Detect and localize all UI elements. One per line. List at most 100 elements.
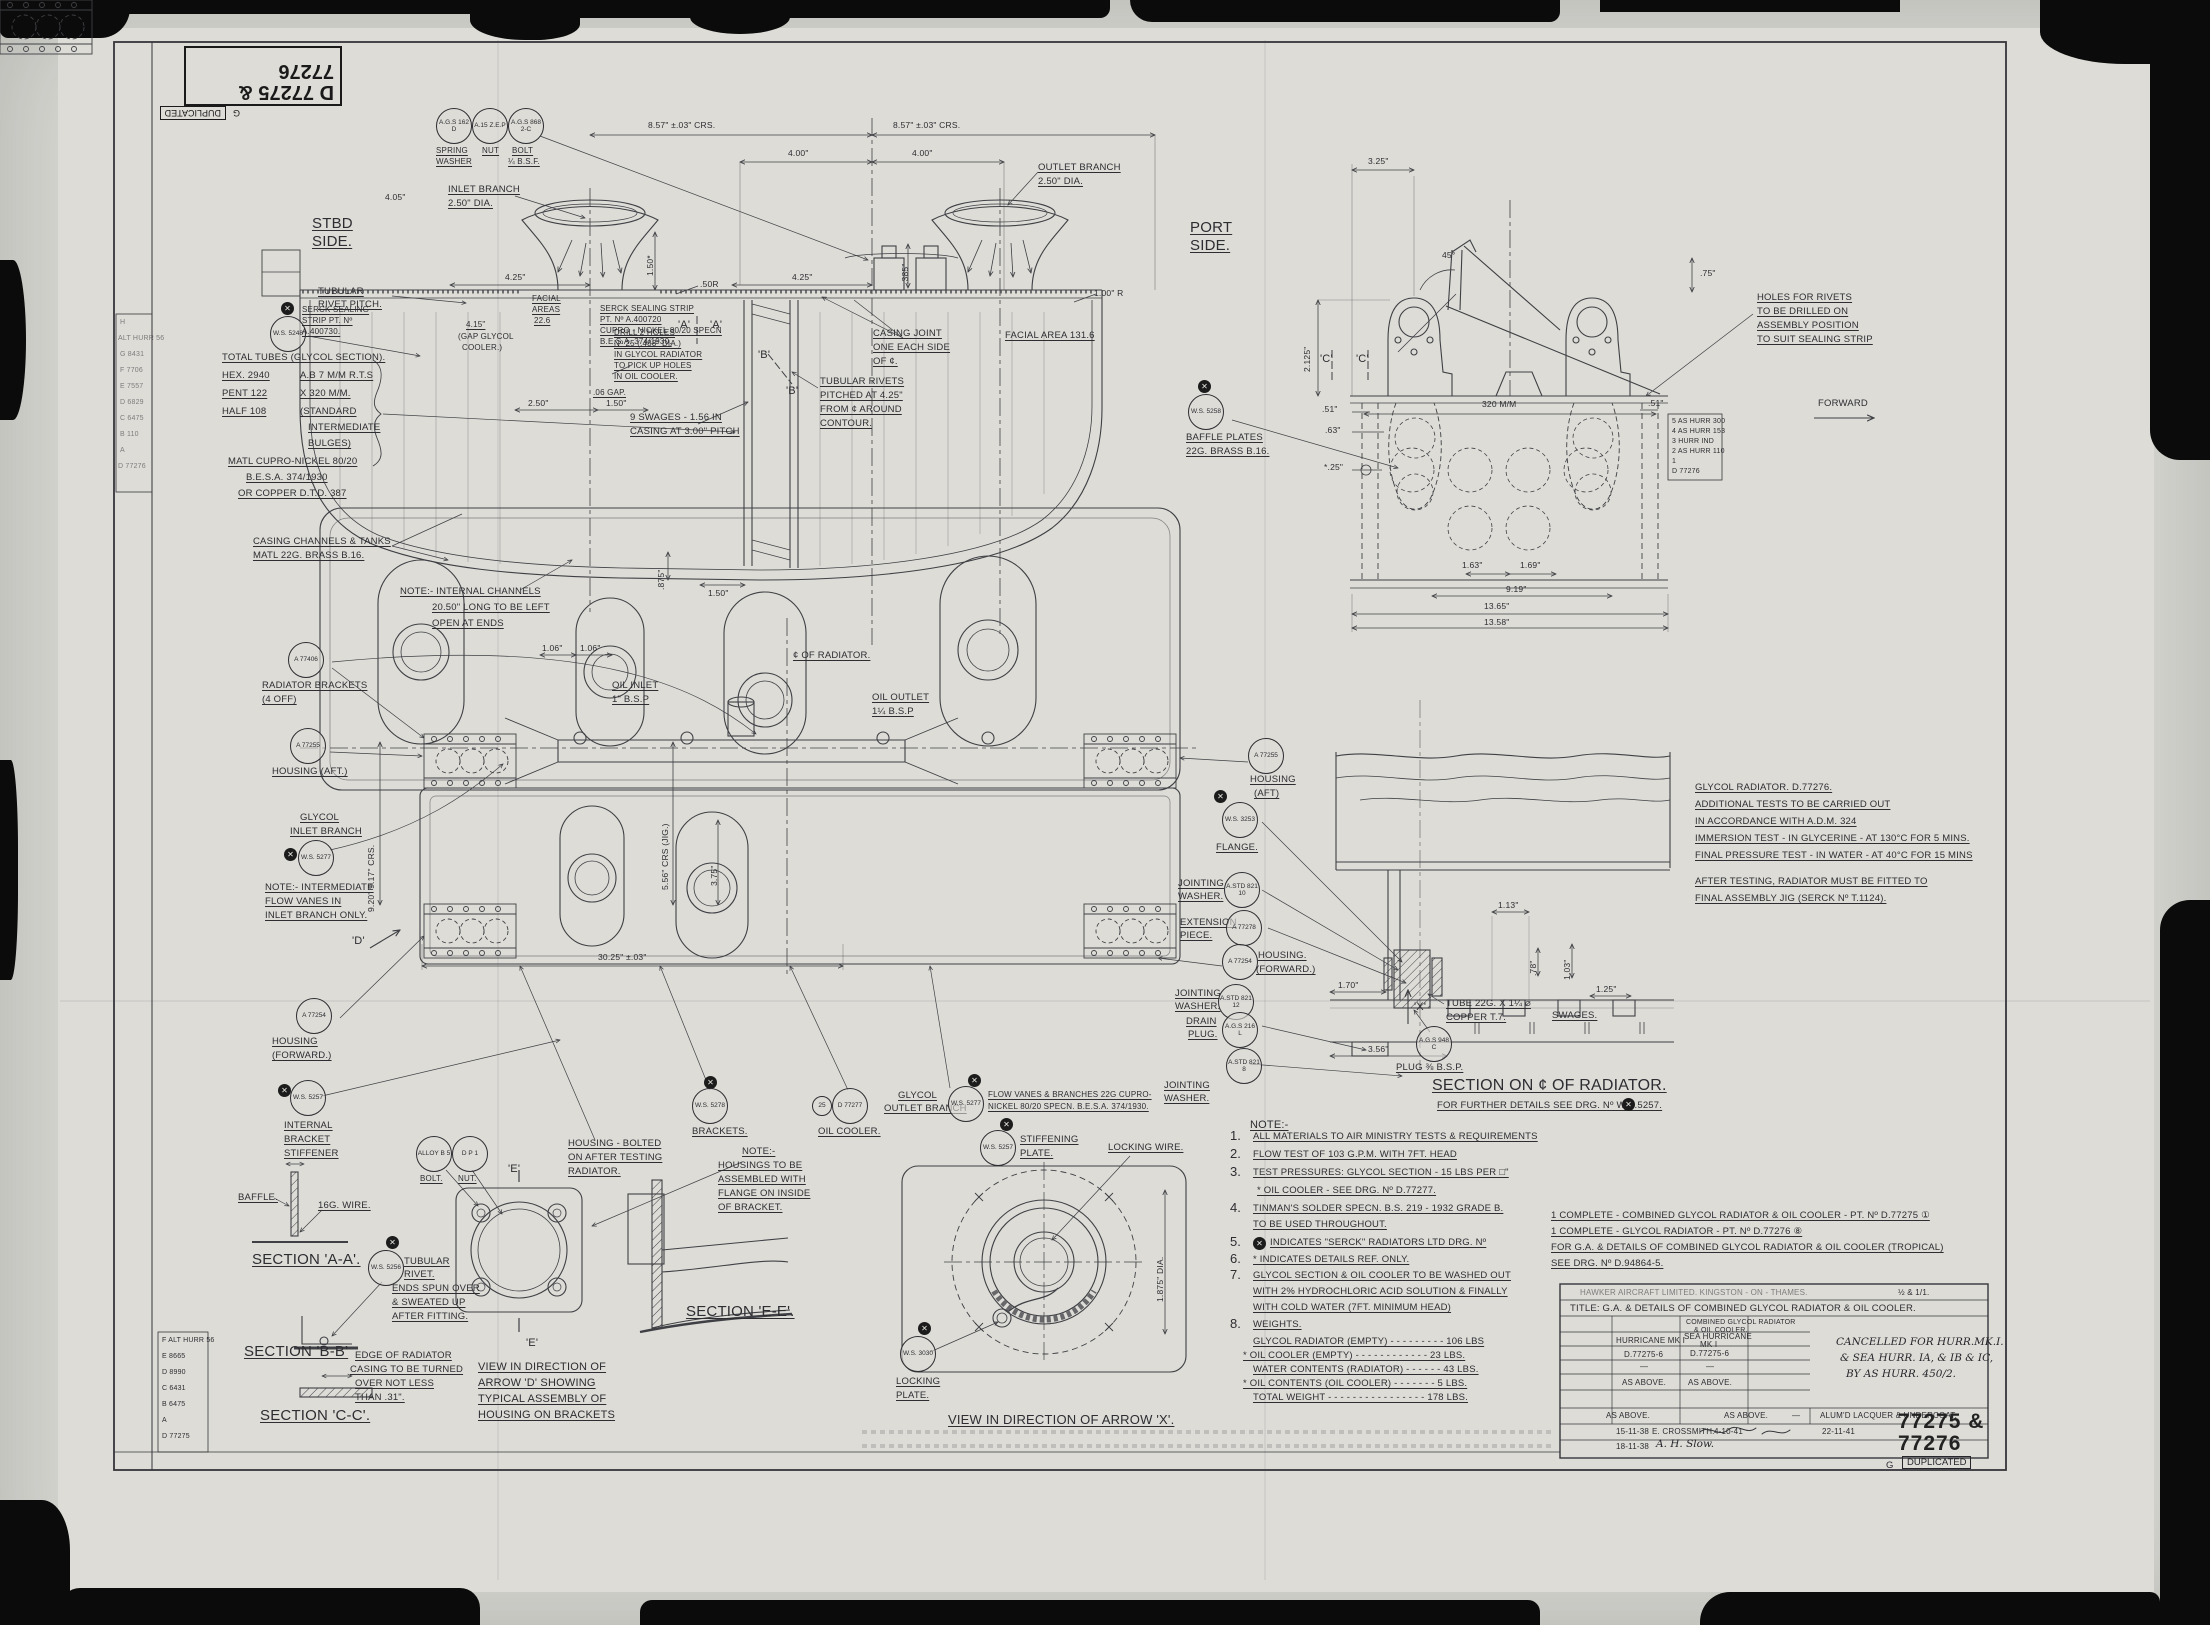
- stamp-g: G: [232, 108, 240, 118]
- oil-outlet2: 1¼ B.S.P: [872, 706, 914, 717]
- flow-vanes-note: NOTE:- INTERMEDIATE: [265, 882, 374, 893]
- sheet-border: [113, 41, 2007, 1471]
- seal-strip-mid2: PT. Nº A.400720: [600, 315, 662, 324]
- dim-100r: 1.00" R: [1094, 288, 1124, 298]
- housings-note5: OF BRACKET.: [718, 1202, 783, 1213]
- extension-piece2: PIECE.: [1180, 930, 1213, 941]
- test-note: AFTER TESTING, RADIATOR MUST BE FITTED T…: [1695, 876, 1928, 887]
- dim-125: 1.25": [1596, 984, 1617, 994]
- note-text: TINMAN'S SOLDER SPECN. B.S. 219 - 1932 G…: [1253, 1203, 1504, 1214]
- internal-bracket3: STIFFENER: [284, 1148, 339, 1159]
- dim-325: 3.25": [1368, 156, 1389, 166]
- seal-strip-mid: SERCK SEALING STRIP: [600, 304, 695, 313]
- dim-375: 3.75": [709, 865, 719, 886]
- ref-line: 1 COMPLETE - GLYCOL RADIATOR - PT. Nº D.…: [1551, 1226, 1803, 1237]
- rev-row: B 6475: [162, 1401, 186, 1408]
- finish-spec: ALUM'D LACQUER & UNDERCOAT.: [1820, 1411, 1958, 1420]
- scan-edge: [0, 1500, 70, 1625]
- stiffening-plate2: PLATE.: [1020, 1148, 1054, 1159]
- jointing-washer1b: WASHER.: [1178, 891, 1224, 902]
- outlet-branch: OUTLET BRANCH: [1038, 162, 1121, 173]
- dim-385-vert: .385": [900, 263, 910, 284]
- section-marker-c: 'C': [1320, 353, 1333, 365]
- centre-section-title: SECTION ON ¢ OF RADIATOR.: [1432, 1077, 1667, 1094]
- stiffening-plate: STIFFENING: [1020, 1134, 1079, 1145]
- rev-row: G 8431: [120, 351, 145, 358]
- drain-plug: DRAIN: [1186, 1016, 1217, 1027]
- baffle-label: BAFFLE.: [238, 1192, 278, 1203]
- tube-spec4: INTERMEDIATE: [308, 422, 381, 433]
- housing-bolted: HOUSING - BOLTED: [568, 1138, 662, 1149]
- total-tubes: TOTAL TUBES (GLYCOL SECTION).: [222, 352, 386, 363]
- view-d-title3: TYPICAL ASSEMBLY OF: [478, 1393, 607, 1405]
- stbd-view: [261, 118, 1155, 645]
- drain-plug2: PLUG.: [1188, 1029, 1218, 1040]
- dim-2125: 2.125": [1302, 346, 1312, 373]
- balloon-ws5278: W.S. 5278: [692, 1088, 728, 1124]
- edge-note4: THAN .31".: [355, 1392, 405, 1403]
- oil-inlet: OIL INLET: [612, 680, 659, 691]
- dim-51r: .51": [1648, 398, 1664, 408]
- tubular-rivets4: CONTOUR.: [820, 418, 873, 429]
- illegible-note: [862, 1444, 1552, 1448]
- title-block-rules: [1559, 1283, 1989, 1459]
- tube-spec3: (STANDARD: [300, 406, 357, 417]
- tube-spec: A.B 7 M/M R.T.S: [300, 370, 374, 381]
- scan-edge: [1600, 0, 1900, 12]
- housing-fwd-right: HOUSING.: [1258, 950, 1307, 961]
- section-marker-b: 'B': [758, 349, 771, 361]
- edge-note3: OVER NOT LESS: [355, 1378, 434, 1389]
- balloon-ws5277b: W.S. 5277: [948, 1086, 984, 1122]
- view-d-title2: ARROW 'D' SHOWING: [478, 1377, 596, 1389]
- port-side-label2: SIDE.: [1190, 237, 1231, 254]
- serck-logo-icon: ✕: [284, 848, 297, 861]
- serck-logo-icon: ✕: [704, 1076, 717, 1089]
- housing-fwd-right2: (FORWARD.): [1256, 964, 1316, 975]
- stbd-side-label2: SIDE.: [312, 233, 353, 250]
- test-note: IN ACCORDANCE WITH A.D.M. 324: [1695, 816, 1857, 827]
- dim-400a: 4.00": [788, 148, 809, 158]
- view-d-title4: HOUSING ON BRACKETS: [478, 1409, 616, 1421]
- dim-150b: 1.50": [606, 398, 627, 408]
- internal-channels-note2: 20.50" LONG TO BE LEFT: [432, 602, 550, 613]
- rev-row: 2 AS HURR 110: [1672, 448, 1725, 455]
- housing-fwd-left: HOUSING: [272, 1036, 318, 1047]
- dim-150-vert: 1.50*: [645, 255, 655, 276]
- scan-edge: [640, 1600, 1540, 1625]
- serck-logo-icon: ✕: [386, 1236, 399, 1249]
- inlet-branch: INLET BRANCH: [448, 184, 520, 195]
- dim-3025: 30.25" ±.03": [598, 952, 647, 962]
- test-note: FINAL ASSEMBLY JIG (SERCK Nº T.1124).: [1695, 893, 1887, 904]
- edge-note: EDGE OF RADIATOR: [355, 1350, 452, 1361]
- dim-45deg: 45°: [1442, 250, 1456, 260]
- glycol-inlet2: INLET BRANCH: [290, 826, 362, 837]
- balloon-d77277: D 77277: [832, 1088, 868, 1124]
- date-revised: 4-10-41: [1714, 1427, 1743, 1436]
- test-note: IMMERSION TEST - IN GLYCERINE - AT 130°C…: [1695, 833, 1970, 844]
- tubular-rivet-note2: RIVET.: [404, 1269, 435, 1280]
- baffle-plates2: 22G. BRASS B.16.: [1186, 446, 1270, 457]
- dim-919: 9.19": [1506, 584, 1527, 594]
- test-note: GLYCOL RADIATOR. D.77276.: [1695, 782, 1833, 793]
- serck-logo-icon: ✕: [1622, 1098, 1635, 1111]
- locking-plate2: PLATE.: [896, 1390, 930, 1401]
- dim-405: 4.05": [385, 192, 406, 202]
- dim-51l: .51": [1322, 404, 1338, 414]
- locking-wire: LOCKING WIRE.: [1108, 1142, 1184, 1153]
- note-number: 4.: [1230, 1200, 1241, 1215]
- jointing-washer2: JOINTING: [1175, 988, 1221, 999]
- scan-edge: [0, 760, 18, 980]
- facial-areas3: 22.6: [534, 316, 551, 325]
- balloon-77255-left: A 77255: [290, 728, 326, 764]
- aircraft-col2: SEA HURRICANE: [1684, 1332, 1752, 1341]
- housings-note2: HOUSINGS TO BE: [718, 1160, 803, 1171]
- note-text: * INDICATES DETAILS REF. ONLY.: [1253, 1254, 1410, 1265]
- note-number: 2.: [1230, 1146, 1241, 1161]
- note-number: 8.: [1230, 1316, 1241, 1331]
- balloon-821-10: A.STD 821 10: [1224, 872, 1260, 908]
- drill-note5: IN OIL COOLER.: [614, 372, 678, 381]
- corner-g: G: [1886, 1460, 1894, 1471]
- balloon-ws5277: W.S. 5277: [298, 840, 334, 876]
- port-view: [1231, 164, 1874, 632]
